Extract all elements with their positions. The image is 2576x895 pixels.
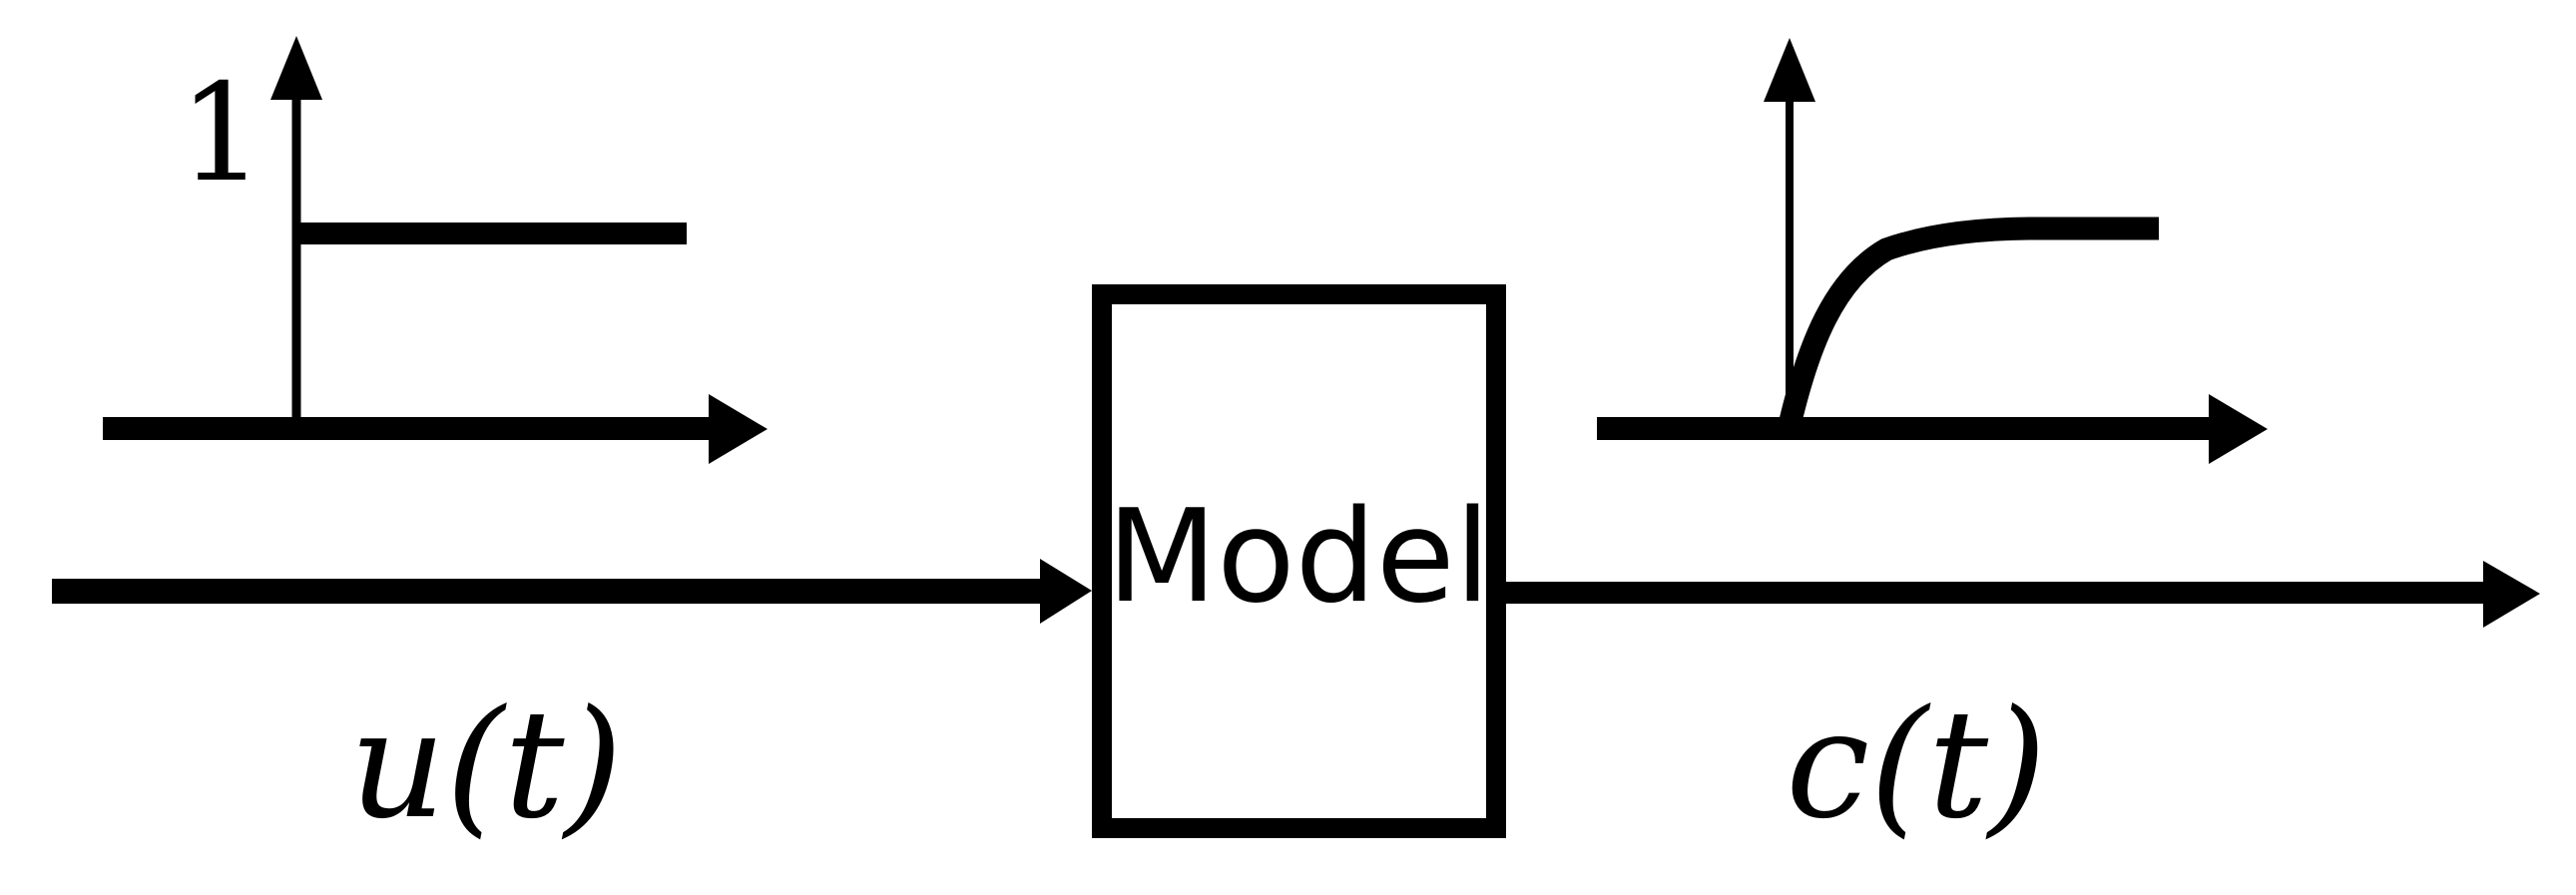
input-plot-x-axis [103, 417, 712, 440]
model-block: Model [1092, 284, 1506, 838]
output-signal-label: c(t) [1786, 678, 2046, 852]
input-plot-unity-tick-label: 1 [179, 55, 264, 212]
output-signal-arrow [1496, 561, 2540, 628]
output-response-curve [1778, 217, 2159, 428]
output-response-plot [1597, 38, 2268, 464]
input-arrow-right-arrowhead-icon [1040, 559, 1092, 624]
output-plot-up-arrowhead-icon [1764, 38, 1815, 102]
output-plot-x-axis [1597, 417, 2211, 440]
input-plot-up-arrowhead-icon [270, 36, 322, 100]
output-arrow-shaft [1496, 582, 2489, 604]
input-step-signal-line [296, 223, 687, 244]
input-signal-arrow [52, 559, 1092, 624]
model-box-label: Model [1107, 483, 1490, 632]
output-arrow-right-arrowhead-icon [2483, 561, 2540, 628]
model-box-outline [1092, 284, 1506, 838]
output-plot-right-arrowhead-icon [2209, 394, 2268, 464]
input-signal-label: u(t) [349, 678, 623, 852]
input-plot-right-arrowhead-icon [709, 394, 768, 464]
input-arrow-shaft [52, 579, 1045, 604]
input-step-plot: 1 [103, 36, 768, 464]
